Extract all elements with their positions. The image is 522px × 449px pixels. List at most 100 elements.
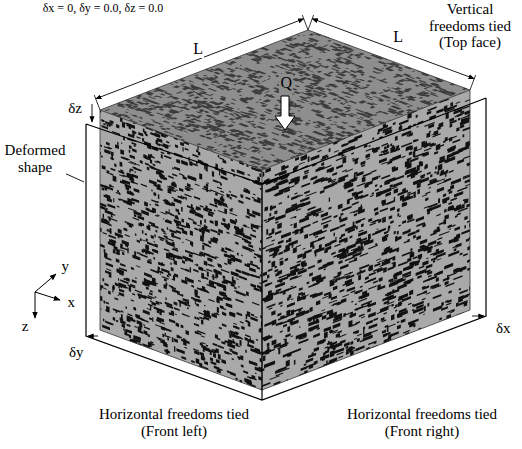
- pore-patch: [133, 335, 140, 341]
- pore-patch: [235, 377, 237, 380]
- pore-patch: [304, 363, 307, 366]
- pore-patch: [402, 188, 406, 193]
- pore-patch: [390, 220, 394, 224]
- pore-patch: [188, 218, 193, 221]
- pore-patch: [314, 347, 319, 352]
- pore-patch: [240, 321, 244, 324]
- pore-patch: [164, 284, 167, 289]
- pore-patch: [267, 343, 270, 348]
- pore-patch: [329, 197, 330, 202]
- pore-patch: [147, 260, 152, 264]
- pore-patch: [143, 309, 150, 315]
- pore-patch: [311, 176, 317, 181]
- pore-patch: [231, 282, 235, 287]
- pore-patch: [271, 387, 275, 389]
- pore-patch: [200, 235, 204, 242]
- pore-patch: [100, 184, 108, 190]
- pore-patch: [217, 186, 222, 189]
- pore-patch: [233, 339, 234, 343]
- pore-patch: [402, 296, 411, 302]
- pore-patch: [135, 163, 140, 166]
- pore-patch: [132, 279, 137, 283]
- pore-patch: [285, 333, 290, 337]
- pore-patch: [255, 367, 263, 373]
- pore-patch: [146, 238, 148, 242]
- pore-patch: [232, 276, 234, 282]
- pore-patch: [129, 149, 131, 153]
- pore-patch: [235, 331, 239, 334]
- pore-patch: [157, 270, 163, 274]
- pore-patch: [126, 184, 130, 191]
- pore-patch: [122, 273, 124, 276]
- pore-patch: [142, 138, 144, 142]
- pore-patch: [210, 220, 214, 224]
- pore-patch: [369, 264, 373, 271]
- pore-patch: [174, 346, 175, 352]
- pore-patch: [254, 256, 256, 258]
- pore-patch: [107, 146, 112, 149]
- pore-patch: [383, 267, 387, 273]
- pore-patch: [155, 324, 161, 327]
- pore-patch: [471, 229, 481, 234]
- pore-patch: [467, 244, 476, 251]
- pore-patch: [216, 359, 220, 363]
- pore-patch: [234, 290, 239, 293]
- pore-patch: [190, 230, 193, 236]
- pore-patch: [402, 156, 406, 159]
- pore-patch: [434, 151, 438, 155]
- pore-patch: [325, 350, 329, 354]
- pore-patch: [333, 331, 337, 334]
- pore-patch: [148, 334, 150, 337]
- pore-patch: [432, 133, 440, 137]
- pore-patch: [182, 313, 190, 317]
- pore-patch: [213, 343, 218, 347]
- pore-patch: [181, 207, 183, 212]
- pore-patch: [264, 361, 275, 369]
- pore-patch: [137, 239, 140, 243]
- pore-patch: [213, 353, 216, 358]
- pore-patch: [132, 255, 140, 261]
- pore-patch: [218, 155, 220, 158]
- pore-patch: [275, 369, 280, 374]
- pore-patch: [114, 246, 117, 251]
- pore-patch: [237, 252, 239, 255]
- pore-patch: [425, 197, 428, 201]
- pore-patch: [243, 370, 248, 374]
- pore-patch: [150, 132, 157, 137]
- pore-patch: [346, 281, 354, 286]
- pore-patch: [382, 199, 386, 206]
- pore-patch: [221, 168, 223, 170]
- pore-patch: [409, 151, 412, 155]
- pore-patch: [407, 218, 414, 223]
- pore-patch: [464, 216, 467, 221]
- pore-patch: [231, 194, 237, 198]
- pore-patch: [275, 214, 285, 221]
- pore-patch: [110, 120, 114, 124]
- pore-patch: [176, 360, 179, 362]
- pore-patch: [277, 312, 281, 316]
- pore-patch: [356, 226, 358, 230]
- pore-patch: [177, 335, 181, 338]
- pore-patch: [178, 159, 179, 163]
- pore-patch: [105, 321, 113, 326]
- pore-patch: [158, 169, 164, 173]
- pore-patch: [424, 305, 426, 311]
- pore-patch: [147, 167, 150, 171]
- pore-patch: [99, 295, 103, 301]
- pore-patch: [434, 171, 436, 174]
- pore-patch: [413, 307, 424, 314]
- pore-patch: [193, 269, 198, 273]
- pore-patch: [416, 222, 424, 227]
- pore-patch: [446, 302, 451, 305]
- pore-patch: [407, 257, 411, 262]
- pore-patch: [322, 154, 328, 157]
- pore-patch: [253, 193, 256, 195]
- pore-patch: [172, 337, 174, 342]
- pore-patch: [164, 278, 167, 282]
- pore-patch: [362, 176, 366, 182]
- pore-patch: [235, 299, 243, 304]
- pore-patch: [398, 261, 408, 267]
- pore-patch: [192, 154, 198, 158]
- pore-patch: [430, 179, 437, 185]
- pore-patch: [305, 154, 307, 160]
